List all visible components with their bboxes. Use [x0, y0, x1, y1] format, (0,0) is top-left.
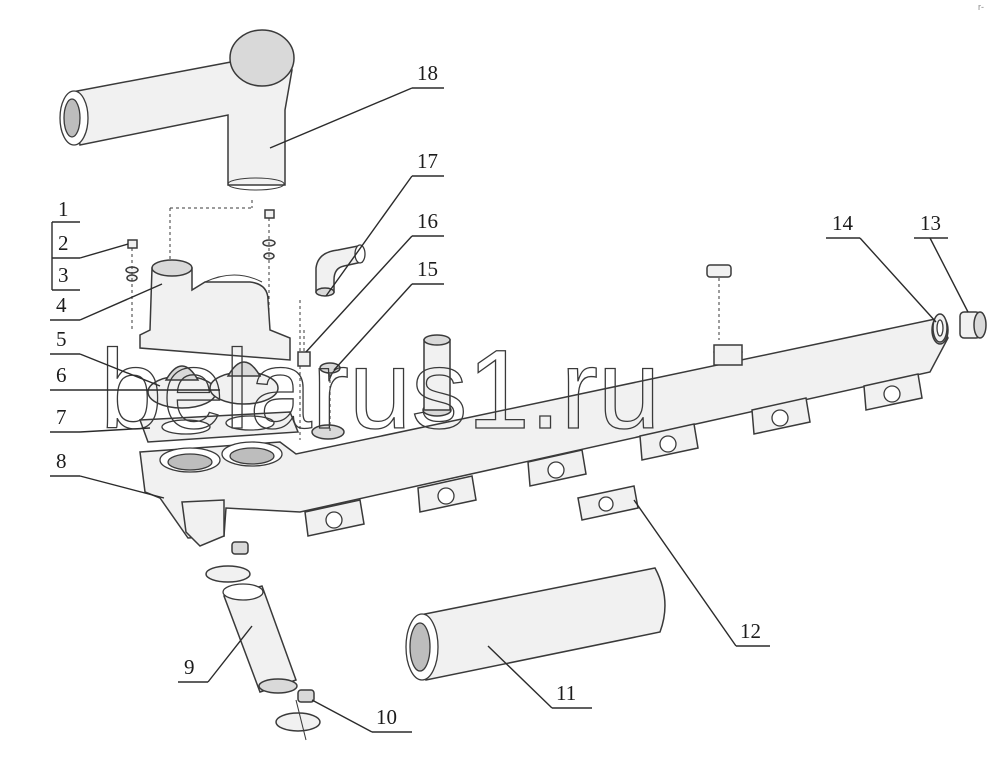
- label-16: 16: [417, 209, 438, 233]
- corner-mark: r-: [978, 2, 984, 12]
- label-5: 5: [56, 327, 67, 351]
- part-18-upper-bent-pipe: [59, 29, 295, 191]
- top-plug: [706, 264, 732, 340]
- part-15-plug: [319, 362, 341, 432]
- label-15: 15: [417, 257, 438, 281]
- label-17: 17: [417, 149, 438, 173]
- part-16-fitting: [297, 330, 311, 367]
- label-1: 1: [58, 197, 69, 221]
- label-14: 14: [832, 211, 854, 235]
- part-11-large-hose: [405, 567, 666, 681]
- label-13: 13: [920, 211, 941, 235]
- part-10-clamp-lower: [275, 689, 321, 741]
- label-11: 11: [556, 681, 576, 705]
- part-9-short-hose: [222, 583, 298, 694]
- part-12-flange-gasket: [577, 485, 639, 521]
- part-13-end-cap: [959, 311, 987, 339]
- part-4-thermostat-housing: [139, 200, 291, 361]
- label-2: 2: [58, 231, 69, 255]
- part-7-gasket: [138, 411, 300, 443]
- part-6-thermostat: [209, 361, 279, 405]
- label-7: 7: [56, 405, 67, 429]
- label-12: 12: [740, 619, 761, 643]
- label-8: 8: [56, 449, 67, 473]
- part-14-seal-ring: [932, 313, 948, 343]
- part-8-water-manifold: [139, 315, 949, 547]
- parts-1-2-3-bolt-washer-set-left: [125, 239, 139, 330]
- bolt-washer-set-right: [262, 209, 301, 440]
- label-6: 6: [56, 363, 67, 387]
- label-9: 9: [184, 655, 195, 679]
- label-10: 10: [376, 705, 397, 729]
- label-18: 18: [417, 61, 438, 85]
- part-10-clamp-upper: [205, 541, 251, 583]
- label-4: 4: [56, 293, 67, 317]
- label-3: 3: [58, 263, 69, 287]
